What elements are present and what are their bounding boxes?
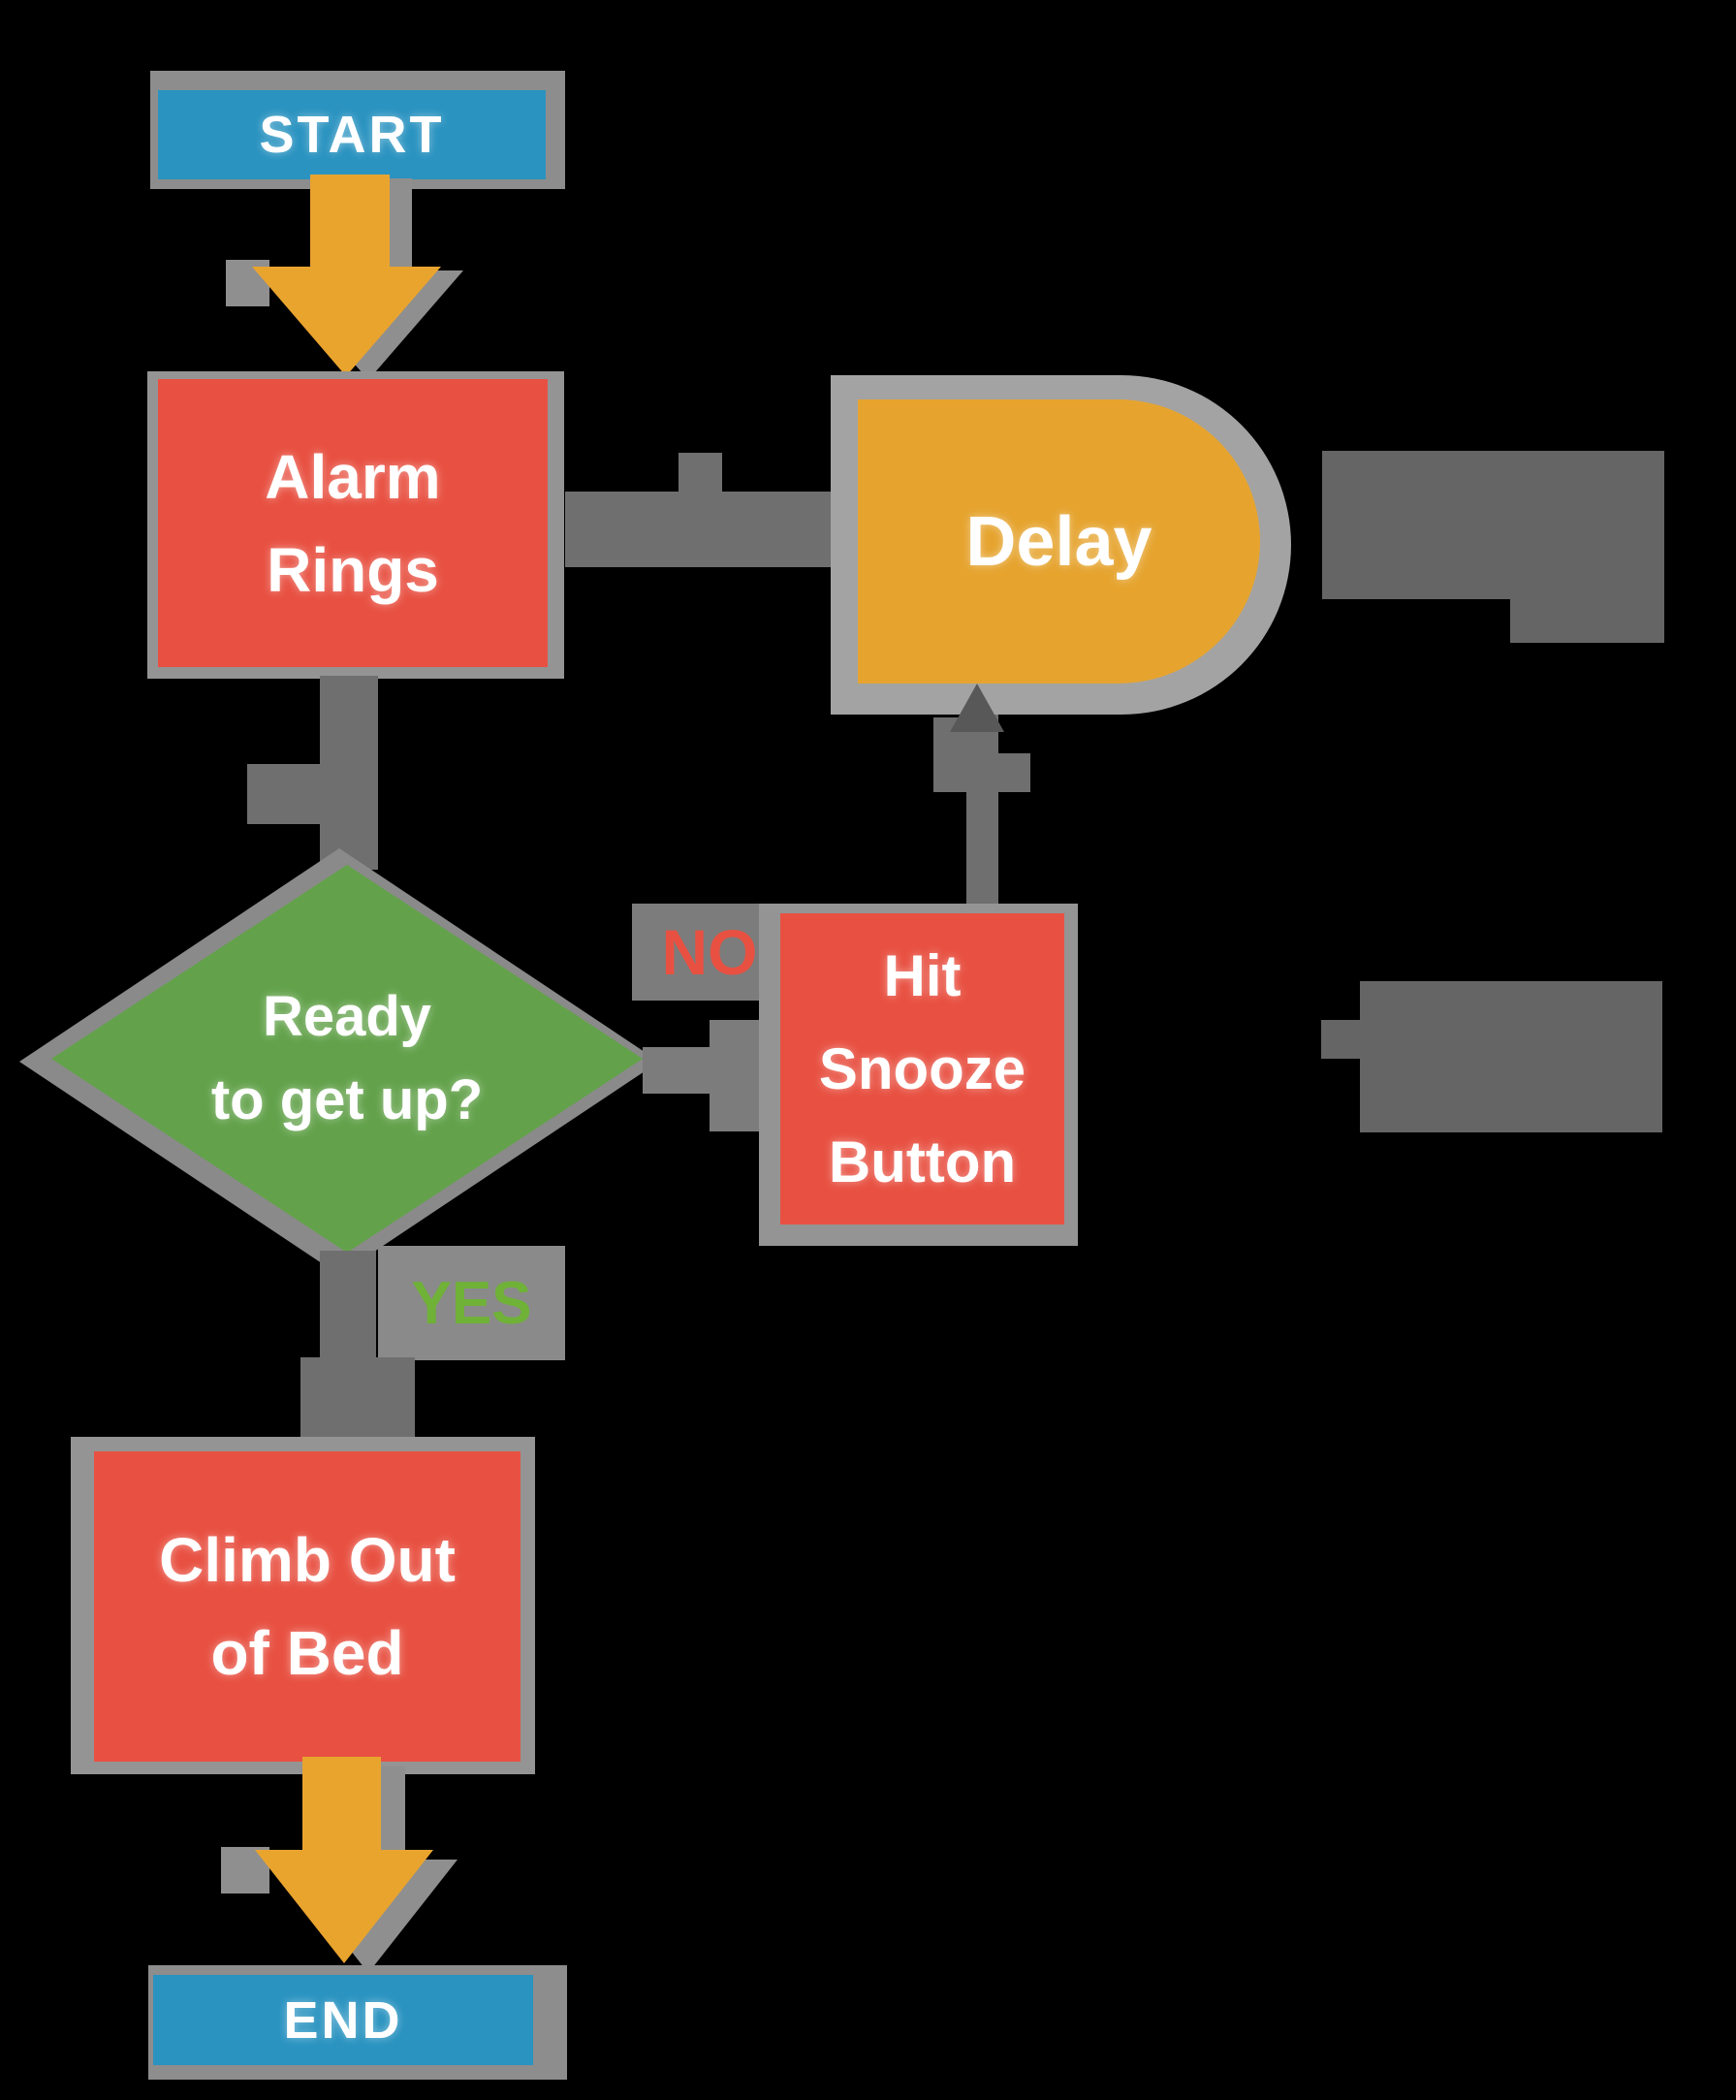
arrow-down-icon — [255, 1757, 433, 1963]
no-edge-label: NO — [632, 904, 787, 1001]
delay-node: Delay — [858, 399, 1260, 684]
decision-label-line1: Ready — [262, 985, 432, 1049]
yes-label-text: YES — [411, 1269, 532, 1337]
climb-label-line2: of Bed — [210, 1618, 404, 1688]
snooze-label-line2: Snooze — [818, 1035, 1026, 1101]
connector-alarm-delay-stub — [679, 453, 722, 493]
snooze-node: Hit Snooze Button — [780, 913, 1064, 1225]
start-node: START — [158, 90, 546, 179]
snooze-label-line3: Button — [828, 1129, 1017, 1194]
connector-ready-climb-wide — [300, 1357, 415, 1437]
climb-node: Climb Out of Bed — [94, 1451, 521, 1762]
connector-alarm-ready — [320, 676, 378, 870]
artifact-blob-top-notch — [1510, 596, 1664, 643]
start-label: START — [259, 106, 445, 164]
artifact-blob-middle — [1360, 981, 1662, 1132]
connector-alarm-ready-stub — [247, 764, 323, 824]
artifact-blob-middle-tab — [1321, 1020, 1360, 1059]
no-label-text: NO — [661, 916, 758, 988]
delay-label: Delay — [965, 502, 1152, 581]
connector-ready-climb — [320, 1251, 376, 1365]
end-label: END — [283, 1990, 403, 2050]
yes-edge-label: YES — [378, 1246, 565, 1360]
alarm-node: Alarm Rings — [158, 379, 548, 667]
connector-ready-snooze — [643, 1047, 780, 1094]
artifact-blob-top — [1322, 451, 1664, 599]
arrow-down-icon — [252, 175, 441, 376]
connector-alarm-delay — [565, 492, 836, 567]
connector-snooze-delay-stub — [998, 753, 1030, 792]
snooze-label-line1: Hit — [883, 942, 962, 1008]
decision-label-line2: to get up? — [210, 1068, 484, 1131]
alarm-label-line2: Rings — [267, 534, 439, 605]
end-node: END — [153, 1975, 533, 2065]
yes-label-patch — [378, 1246, 565, 1360]
climb-label-line1: Climb Out — [159, 1525, 456, 1595]
alarm-label-line1: Alarm — [265, 441, 441, 512]
decision-node: Ready to get up? — [51, 865, 643, 1253]
